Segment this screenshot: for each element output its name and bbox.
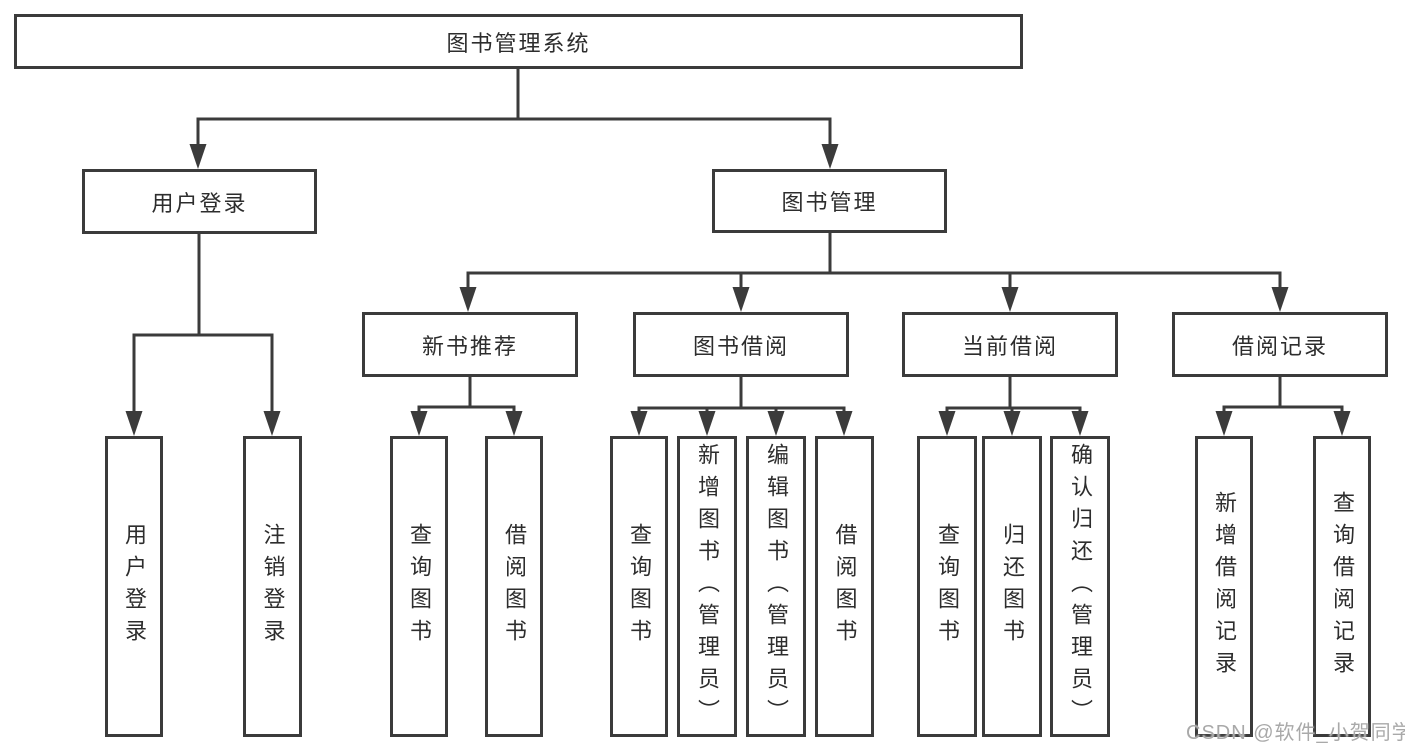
arrowhead-icon bbox=[630, 411, 648, 436]
arrowhead-icon bbox=[732, 287, 750, 312]
node-new-book-recommend: 新书推荐 bbox=[362, 312, 578, 377]
node-label: 图书管理系统 bbox=[446, 30, 591, 56]
node-br-add-record: 新增借阅记录 bbox=[1195, 436, 1253, 737]
node-label: 查询图书 bbox=[935, 522, 960, 651]
arrowhead-icon bbox=[1215, 411, 1233, 436]
node-bb-borrow-books: 借阅图书 bbox=[815, 436, 874, 737]
node-bb-add-books-admin: 新增图书（管理员） bbox=[677, 436, 737, 737]
node-label: 用户登录 bbox=[151, 190, 248, 216]
arrowhead-icon bbox=[835, 411, 853, 436]
node-rec-query-books: 查询图书 bbox=[390, 436, 448, 737]
node-current-borrowing: 当前借阅 bbox=[902, 312, 1118, 377]
node-label: 新书推荐 bbox=[421, 333, 518, 359]
node-label: 借阅图书 bbox=[832, 522, 858, 651]
node-br-query-record: 查询借阅记录 bbox=[1313, 436, 1371, 737]
node-label: 编辑图书（管理员） bbox=[764, 442, 789, 731]
node-cb-return-books: 归还图书 bbox=[982, 436, 1042, 737]
arrowhead-icon bbox=[459, 287, 477, 312]
node-label: 注销登录 bbox=[260, 522, 286, 651]
node-borrow-records: 借阅记录 bbox=[1172, 312, 1388, 377]
node-label: 确认归还（管理员） bbox=[1068, 442, 1093, 731]
node-rec-borrow-books: 借阅图书 bbox=[485, 436, 543, 737]
arrowhead-icon bbox=[938, 411, 956, 436]
arrowhead-icon bbox=[767, 411, 785, 436]
node-system-root: 图书管理系统 bbox=[14, 14, 1023, 69]
arrowhead-icon bbox=[1071, 411, 1089, 436]
node-logout-leaf: 注销登录 bbox=[243, 436, 302, 737]
node-label: 借阅记录 bbox=[1231, 333, 1328, 359]
node-user-login: 用户登录 bbox=[82, 169, 317, 234]
arrowhead-icon bbox=[698, 411, 716, 436]
node-label: 查询借阅记录 bbox=[1330, 490, 1355, 683]
arrowhead-icon bbox=[1003, 411, 1021, 436]
node-label: 查询图书 bbox=[627, 522, 652, 651]
arrowhead-icon bbox=[1271, 287, 1289, 312]
node-label: 图书管理 bbox=[781, 190, 878, 215]
node-bb-query-books: 查询图书 bbox=[610, 436, 668, 737]
arrowhead-icon bbox=[1001, 287, 1019, 312]
arrowhead-icon bbox=[410, 411, 428, 436]
node-label: 归还图书 bbox=[1000, 522, 1025, 651]
watermark: CSDN @软件_小贺同学 bbox=[1186, 722, 1405, 744]
arrowhead-icon bbox=[821, 144, 839, 169]
node-label: 用户登录 bbox=[122, 522, 147, 651]
arrowhead-icon bbox=[263, 411, 281, 436]
node-book-borrowing: 图书借阅 bbox=[633, 312, 849, 377]
arrowhead-icon bbox=[1333, 411, 1351, 436]
node-cb-query-books: 查询图书 bbox=[917, 436, 977, 737]
node-label: 查询图书 bbox=[407, 522, 432, 651]
node-label: 新增借阅记录 bbox=[1212, 490, 1237, 683]
node-label: 当前借阅 bbox=[961, 333, 1058, 359]
arrowhead-icon bbox=[189, 144, 207, 169]
node-bb-edit-books-admin: 编辑图书（管理员） bbox=[746, 436, 806, 737]
node-label: 新增图书（管理员） bbox=[695, 442, 720, 731]
arrowhead-icon bbox=[505, 411, 523, 436]
node-user-login-leaf: 用户登录 bbox=[105, 436, 163, 737]
node-book-management: 图书管理 bbox=[712, 169, 947, 233]
node-label: 图书借阅 bbox=[692, 333, 789, 359]
arrowhead-icon bbox=[125, 411, 143, 436]
node-label: 借阅图书 bbox=[502, 522, 527, 651]
node-cb-confirm-return: 确认归还（管理员） bbox=[1050, 436, 1110, 737]
